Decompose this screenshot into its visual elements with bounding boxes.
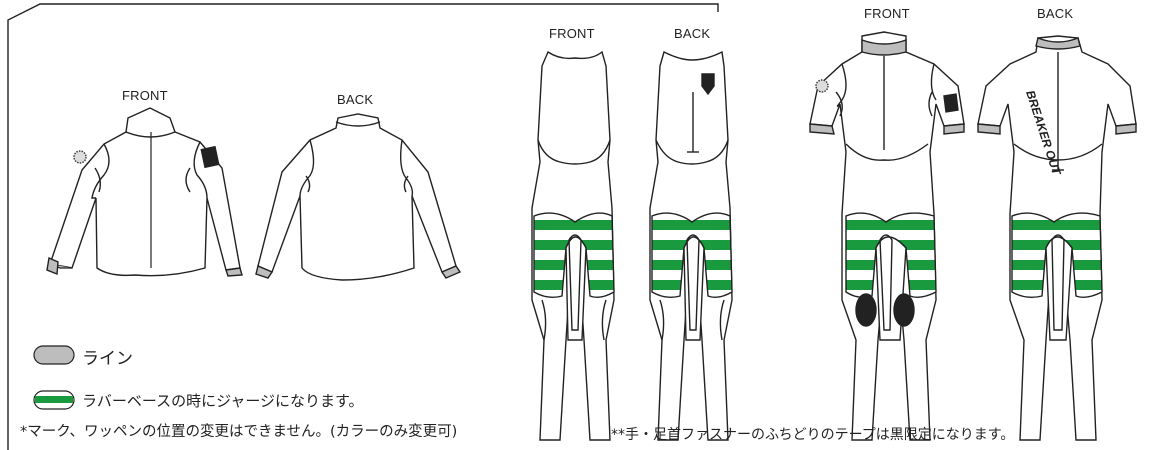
frame-border: [7, 3, 719, 450]
mark-note: *マーク、ワッペンの位置の変更はできません。(カラーのみ変更可): [20, 424, 458, 440]
line-swatch: [33, 345, 75, 365]
fullsuit-front: [809, 31, 965, 441]
legend-line-label: ライン: [82, 349, 133, 369]
longjohn-front: [531, 50, 615, 441]
legend-jersey-label: ラバーベースの時にジャージになります。: [82, 392, 364, 410]
tape-note: **手・足首ファスナーのふちどりのテープは黒限定になります。: [611, 427, 1015, 443]
longjohn-back: [649, 50, 733, 441]
fullsuit-back: [977, 35, 1137, 441]
longjohn-front-label: FRONT: [549, 26, 595, 41]
jacket-front-label: FRONT: [122, 88, 168, 103]
longjohn-back-label: BACK: [674, 26, 711, 41]
fullsuit-front-label: FRONT: [864, 6, 910, 21]
jacket-back: [255, 113, 462, 281]
fullsuit-back-label: BACK: [1037, 6, 1074, 21]
jacket-back-label: BACK: [337, 92, 374, 107]
jacket-front: [46, 107, 243, 277]
